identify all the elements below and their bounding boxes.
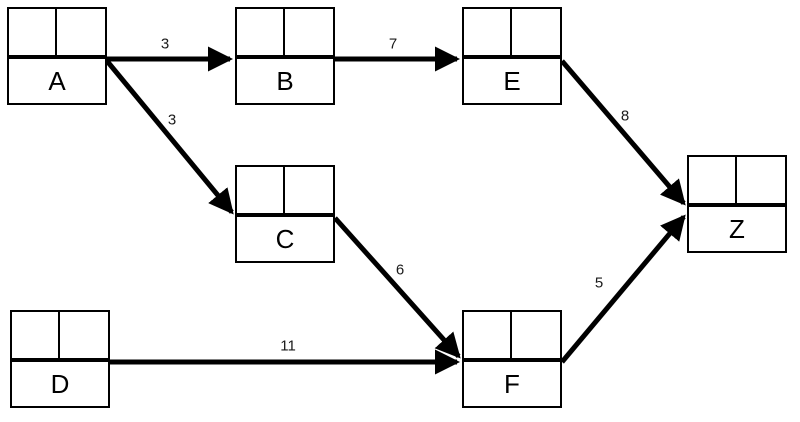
node-a-label: A — [48, 66, 66, 96]
node-f-top-right-cell[interactable] — [512, 312, 560, 358]
edge-label-e-z: 8 — [620, 107, 630, 125]
node-b[interactable]: B — [235, 7, 335, 105]
node-a-top-left-cell[interactable] — [9, 9, 57, 55]
node-c-label: C — [275, 224, 295, 254]
edge-a-to-c — [105, 59, 234, 215]
node-f-top-left-cell[interactable] — [464, 312, 512, 358]
node-e-label: E — [503, 66, 521, 96]
node-a-top-right-cell[interactable] — [57, 9, 105, 55]
edge-label-c-f: 6 — [395, 261, 405, 279]
node-c-top-left-cell[interactable] — [237, 167, 285, 213]
edge-f-to-z — [560, 214, 686, 364]
node-z-label: Z — [729, 214, 745, 244]
node-d-label: D — [50, 369, 70, 399]
node-z-top-right-cell[interactable] — [737, 157, 785, 203]
node-z-top-left-cell[interactable] — [689, 157, 737, 203]
node-a[interactable]: A — [7, 7, 107, 105]
node-b-top-row — [237, 9, 333, 59]
node-b-label: B — [276, 66, 294, 96]
edge-e-to-z — [560, 59, 686, 206]
node-a-top-row — [9, 9, 105, 59]
node-f-label: F — [504, 369, 520, 399]
node-e-top-left-cell[interactable] — [464, 9, 512, 55]
edge-label-a-b: 3 — [160, 35, 170, 53]
edge-c-to-f — [333, 216, 461, 359]
node-c[interactable]: C — [235, 165, 335, 263]
node-e[interactable]: E — [462, 7, 562, 105]
node-d-top-right-cell[interactable] — [60, 312, 108, 358]
node-d-top-left-cell[interactable] — [12, 312, 60, 358]
edge-label-f-z: 5 — [594, 274, 604, 292]
node-e-top-row — [464, 9, 560, 59]
edge-label-b-e: 7 — [388, 35, 398, 53]
node-e-top-right-cell[interactable] — [512, 9, 560, 55]
node-f-top-row — [464, 312, 560, 362]
node-z-top-row — [689, 157, 785, 207]
node-b-top-left-cell[interactable] — [237, 9, 285, 55]
node-c-top-right-cell[interactable] — [285, 167, 333, 213]
node-d[interactable]: D — [10, 310, 110, 408]
node-z[interactable]: Z — [687, 155, 787, 253]
edge-label-d-f: 11 — [280, 337, 296, 355]
node-d-top-row — [12, 312, 108, 362]
node-c-top-row — [237, 167, 333, 217]
node-f[interactable]: F — [462, 310, 562, 408]
edge-label-a-c: 3 — [167, 111, 177, 129]
node-b-top-right-cell[interactable] — [285, 9, 333, 55]
